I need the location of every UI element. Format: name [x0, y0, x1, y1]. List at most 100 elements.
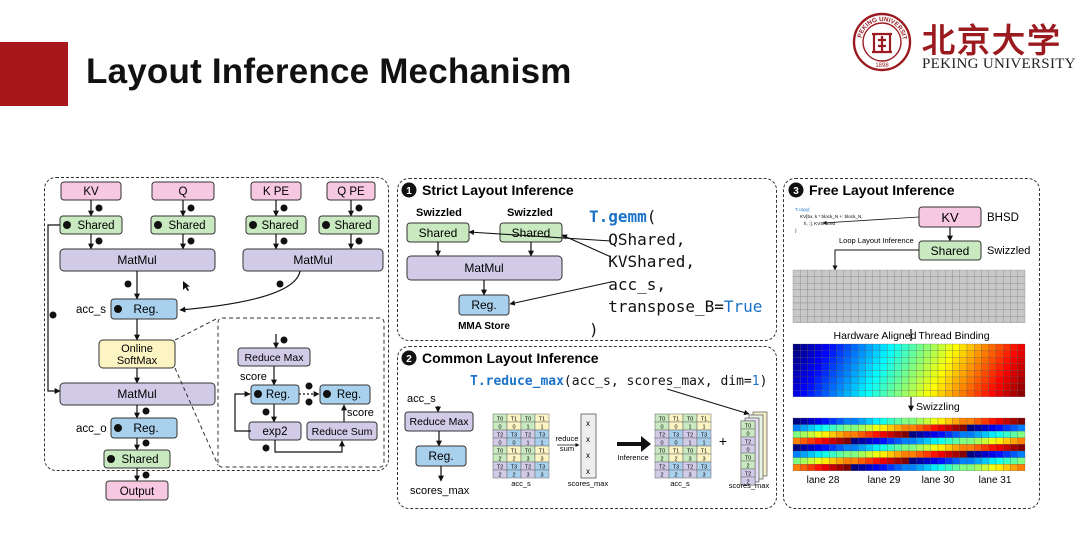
grid-cell: [894, 316, 902, 323]
heat-cell: [930, 350, 939, 358]
reduce-sum-node: Reduce Sum: [306, 421, 378, 441]
thread-cell-label: T0: [687, 448, 693, 454]
grid-cell: [966, 269, 975, 277]
grid-cell: [829, 276, 837, 284]
swizzle-cell: [792, 431, 801, 438]
swizzle-cell: [894, 424, 902, 432]
swizzled-label-2: Swizzled: [507, 207, 553, 219]
heat-cell: [836, 363, 844, 371]
swizzle-cell: [821, 417, 830, 425]
grid-caption-4: scores_max: [729, 481, 770, 490]
grid-cell: [916, 289, 924, 297]
grid-cell: [792, 269, 801, 277]
heat-cell: [792, 390, 801, 397]
swizzle-cell: [800, 444, 808, 452]
step-badge-2: [401, 350, 417, 366]
swizzle-cell: [887, 431, 895, 438]
swizzle-cell: [887, 424, 895, 432]
swizzle-cell: [974, 437, 982, 445]
swizzle-cell: [1003, 437, 1011, 445]
svg-text:Shared: Shared: [261, 220, 298, 232]
swizzle-cell: [887, 444, 895, 452]
grid-cell: [1010, 296, 1018, 304]
grid-cell: [850, 269, 859, 277]
grid-cell: [807, 316, 815, 323]
grid-cell: [1010, 289, 1018, 297]
swizzle-cell: [937, 417, 946, 425]
swizzle-cell: [843, 424, 852, 432]
heat-cell: [858, 363, 866, 371]
heat-cell: [865, 370, 873, 378]
grid-cell: [850, 283, 859, 290]
grid-cell: [988, 283, 997, 290]
left-flow-diagram: KV Q K PE Q PE Shared Shared Shared Shar…: [47, 181, 385, 501]
swizzle-cell: [821, 431, 830, 438]
grid-cell: [879, 302, 888, 310]
heat-cell: [901, 370, 910, 378]
heat-cell: [792, 383, 801, 391]
swizzle-cell: [1017, 437, 1026, 445]
heat-cell: [952, 363, 960, 371]
swizzle-cell: [814, 437, 823, 445]
svg-text:Reg.: Reg.: [133, 421, 158, 435]
grid-cell: [1003, 316, 1011, 323]
heat-cell: [894, 370, 902, 378]
online-softmax-node: Online SoftMax: [98, 339, 176, 369]
heat-cell: [974, 357, 982, 364]
svg-text:x: x: [586, 419, 590, 428]
input-node-kpe: K PE: [250, 181, 302, 201]
matmul-node-2: MatMul: [242, 248, 384, 272]
scores-max-column: x x x x: [580, 413, 597, 479]
svg-text:Reduce Max: Reduce Max: [245, 352, 305, 364]
grid-cell: [814, 289, 823, 297]
svg-text:Reduce Sum: Reduce Sum: [312, 426, 373, 438]
heat-cell: [959, 383, 968, 391]
heat-cell: [988, 343, 997, 351]
lane-31-label: lane 31: [979, 475, 1012, 486]
grid-cell: [923, 316, 931, 323]
grid-cell: [937, 309, 946, 317]
thread-cell-label: 1: [702, 424, 705, 430]
heat-cell: [923, 357, 931, 364]
seal-year: 1898: [875, 63, 889, 69]
tile-cell: [740, 476, 756, 486]
swizzle-cell: [843, 417, 852, 425]
thread-cell-label: T0: [687, 416, 693, 422]
swizzle-cell: [916, 457, 924, 465]
grid-cell: [814, 309, 823, 317]
swizzle-cell: [829, 424, 837, 432]
grid-cell: [792, 296, 801, 304]
swizzle-cell: [829, 431, 837, 438]
swizzle-cell: [814, 457, 823, 465]
swizzle-cell: [981, 444, 989, 452]
swizzle-cell: [821, 450, 830, 458]
swizzle-cell: [800, 464, 808, 471]
step-badge-3: [788, 182, 804, 198]
grid-cell: [945, 316, 953, 323]
svg-text:K PE: K PE: [263, 186, 290, 198]
grid-cell: [923, 302, 931, 310]
swizzle-cell: [807, 457, 815, 465]
grid-cell: [872, 269, 881, 277]
common-reduce-max-node: Reduce Max: [404, 411, 474, 432]
swizzle-cell: [865, 444, 873, 452]
heat-cell: [865, 383, 873, 391]
heat-cell: [1010, 350, 1018, 358]
heat-cell: [952, 357, 960, 364]
tile-cell-label: T0: [745, 455, 751, 461]
svg-text:x: x: [586, 467, 590, 476]
heat-cell: [974, 383, 982, 391]
grid-cell: [792, 309, 801, 317]
heat-cell: [887, 390, 895, 397]
swizzle-cell: [930, 464, 939, 471]
swizzle-cell: [974, 431, 982, 438]
common-acc-s-label: acc_s: [407, 393, 436, 405]
swizzle-cell: [1010, 431, 1018, 438]
swizzle-cell: [894, 457, 902, 465]
thread-cell-label: T1: [511, 448, 517, 454]
grid-cell: [792, 289, 801, 297]
thread-cell-label: 0: [498, 440, 501, 446]
heat-cell: [800, 350, 808, 358]
input-node-kv: KV: [60, 181, 122, 201]
